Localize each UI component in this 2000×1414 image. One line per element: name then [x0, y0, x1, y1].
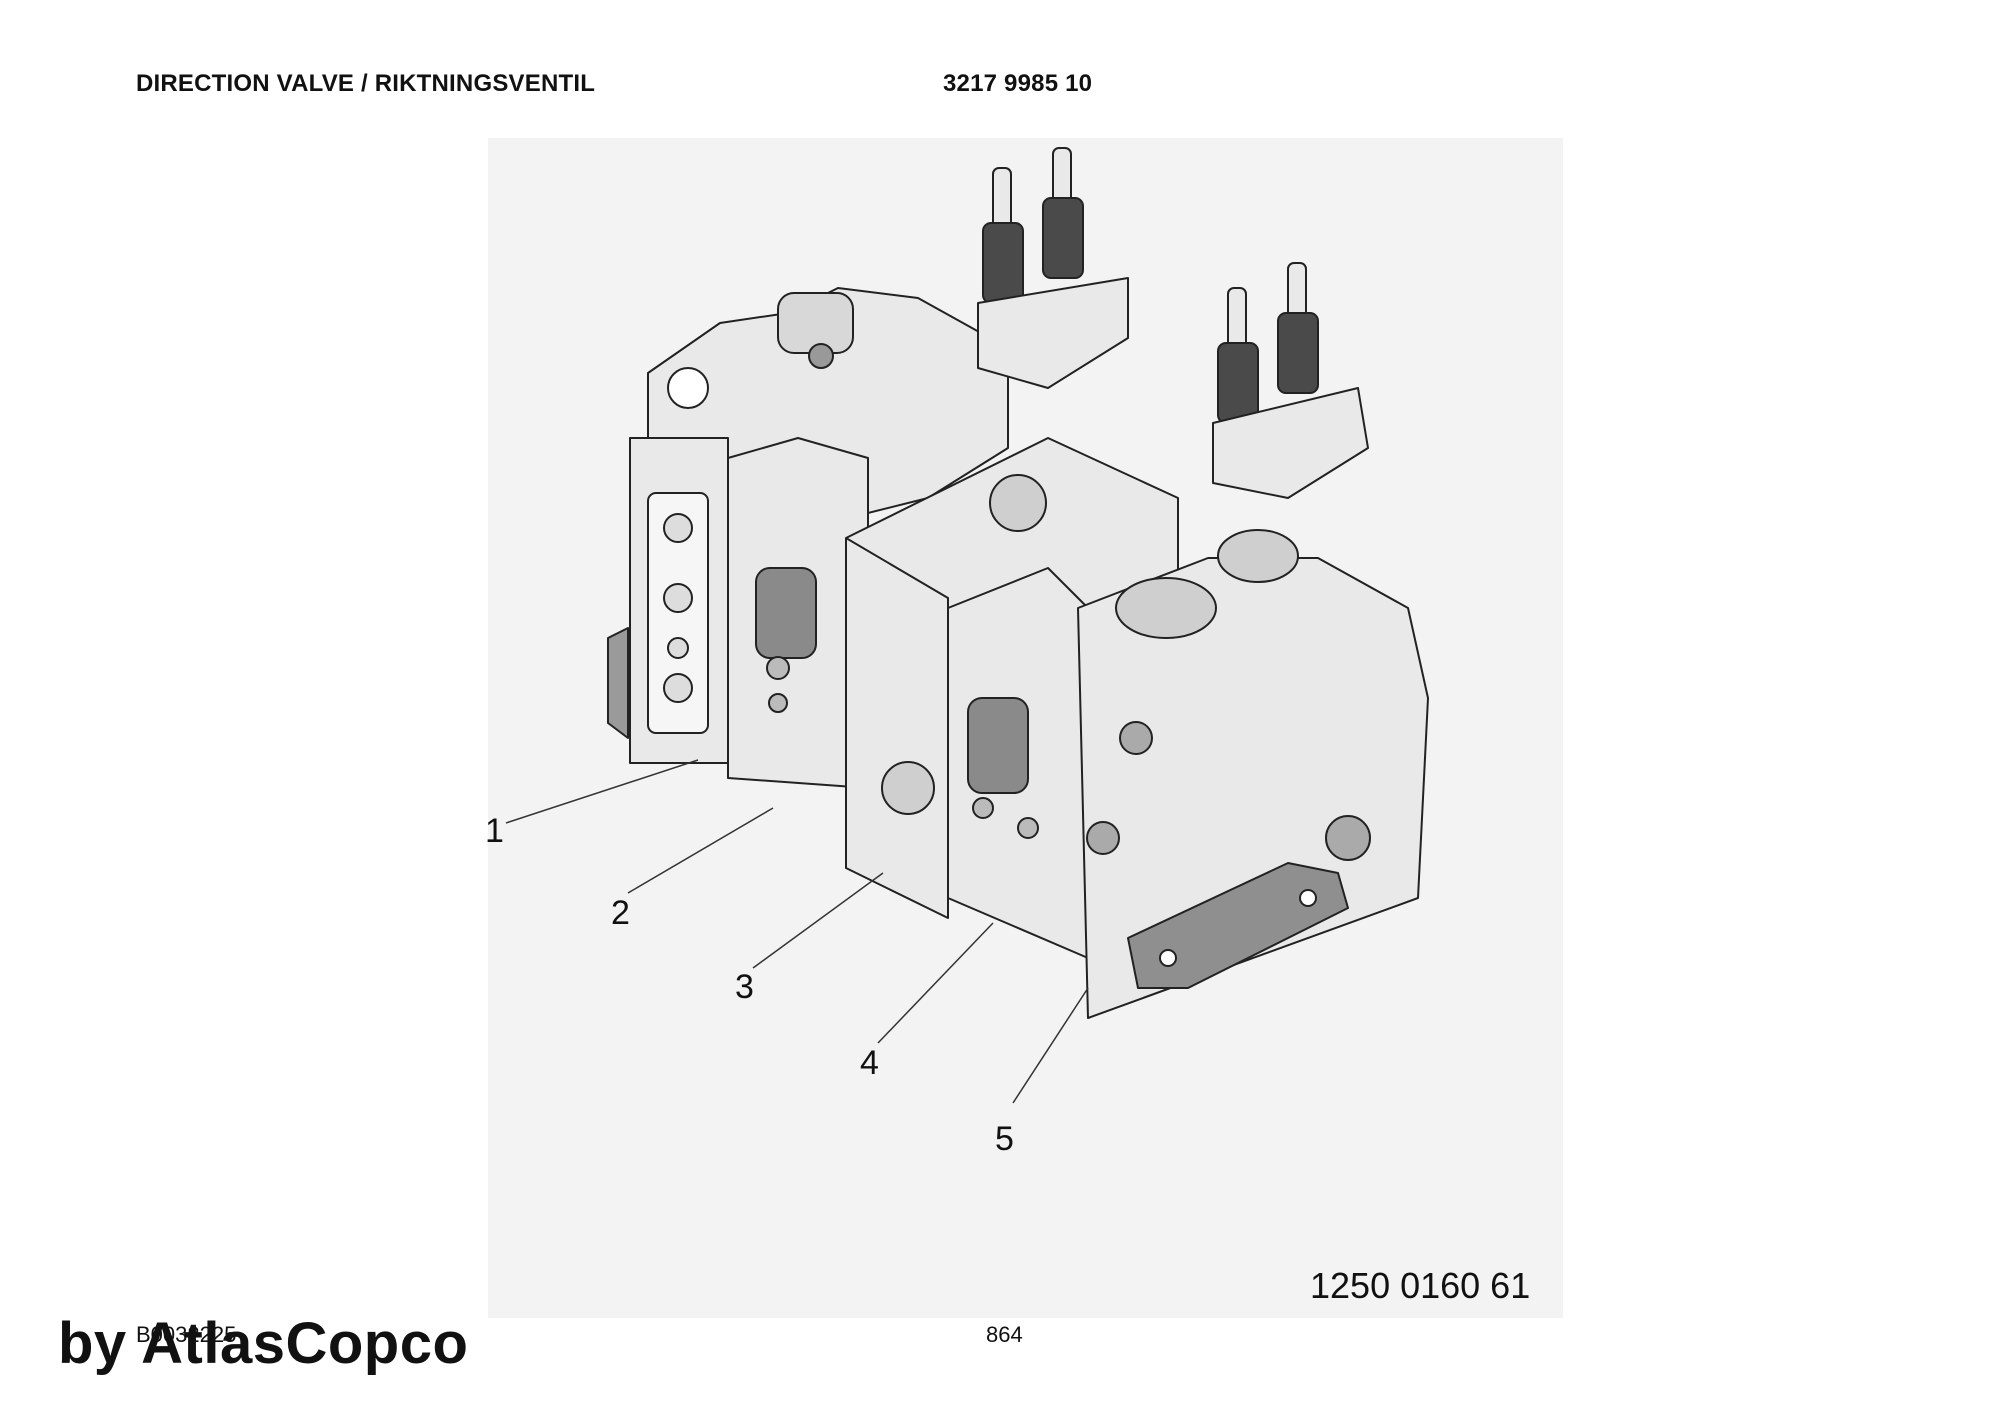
leader-lines	[505, 759, 1089, 1104]
solenoid-icon	[1217, 342, 1259, 424]
callout-2: 2	[611, 894, 630, 932]
screw-icon	[1119, 721, 1153, 755]
part-number: 3217 9985 10	[943, 70, 1093, 97]
screw-icon	[1086, 821, 1120, 855]
port-icon	[667, 367, 709, 409]
screw-icon	[808, 343, 834, 369]
screw-icon	[1325, 815, 1371, 861]
page-number: 864	[986, 1322, 1023, 1347]
callout-4: 4	[860, 1044, 879, 1082]
inlet-section	[607, 437, 729, 764]
solenoid-icon	[1042, 197, 1084, 279]
brand-watermark: by AtlasCopco	[58, 1311, 469, 1376]
document-title: DIRECTION VALVE / RIKTNINGSVENTIL	[136, 70, 596, 97]
nut-icon	[766, 656, 790, 680]
hex-screw-icon	[1115, 577, 1217, 639]
cover-icon	[755, 567, 817, 659]
valve-illustration	[488, 138, 1563, 1318]
drawing-number: 1250 0160 61	[1310, 1265, 1531, 1306]
document-number: B0032225	[136, 1322, 237, 1347]
callout-3: 3	[735, 968, 754, 1006]
nut-icon	[972, 797, 994, 819]
callout-5: 5	[995, 1120, 1014, 1158]
cap-plug-icon	[777, 292, 854, 354]
cover-icon	[967, 697, 1029, 794]
solenoid-icon	[982, 222, 1024, 304]
section-2	[727, 437, 869, 789]
hex-screw-icon	[989, 474, 1047, 532]
section-4	[947, 567, 1089, 959]
callout-1: 1	[485, 812, 504, 850]
lever-icon	[607, 627, 629, 739]
solenoids	[977, 147, 1369, 499]
hex-screw-icon	[881, 761, 935, 815]
solenoid-icon	[1277, 312, 1319, 394]
hex-screw-icon	[1217, 529, 1299, 583]
mounting-bracket	[1127, 862, 1349, 989]
nut-icon	[768, 693, 788, 713]
nut-icon	[1017, 817, 1039, 839]
